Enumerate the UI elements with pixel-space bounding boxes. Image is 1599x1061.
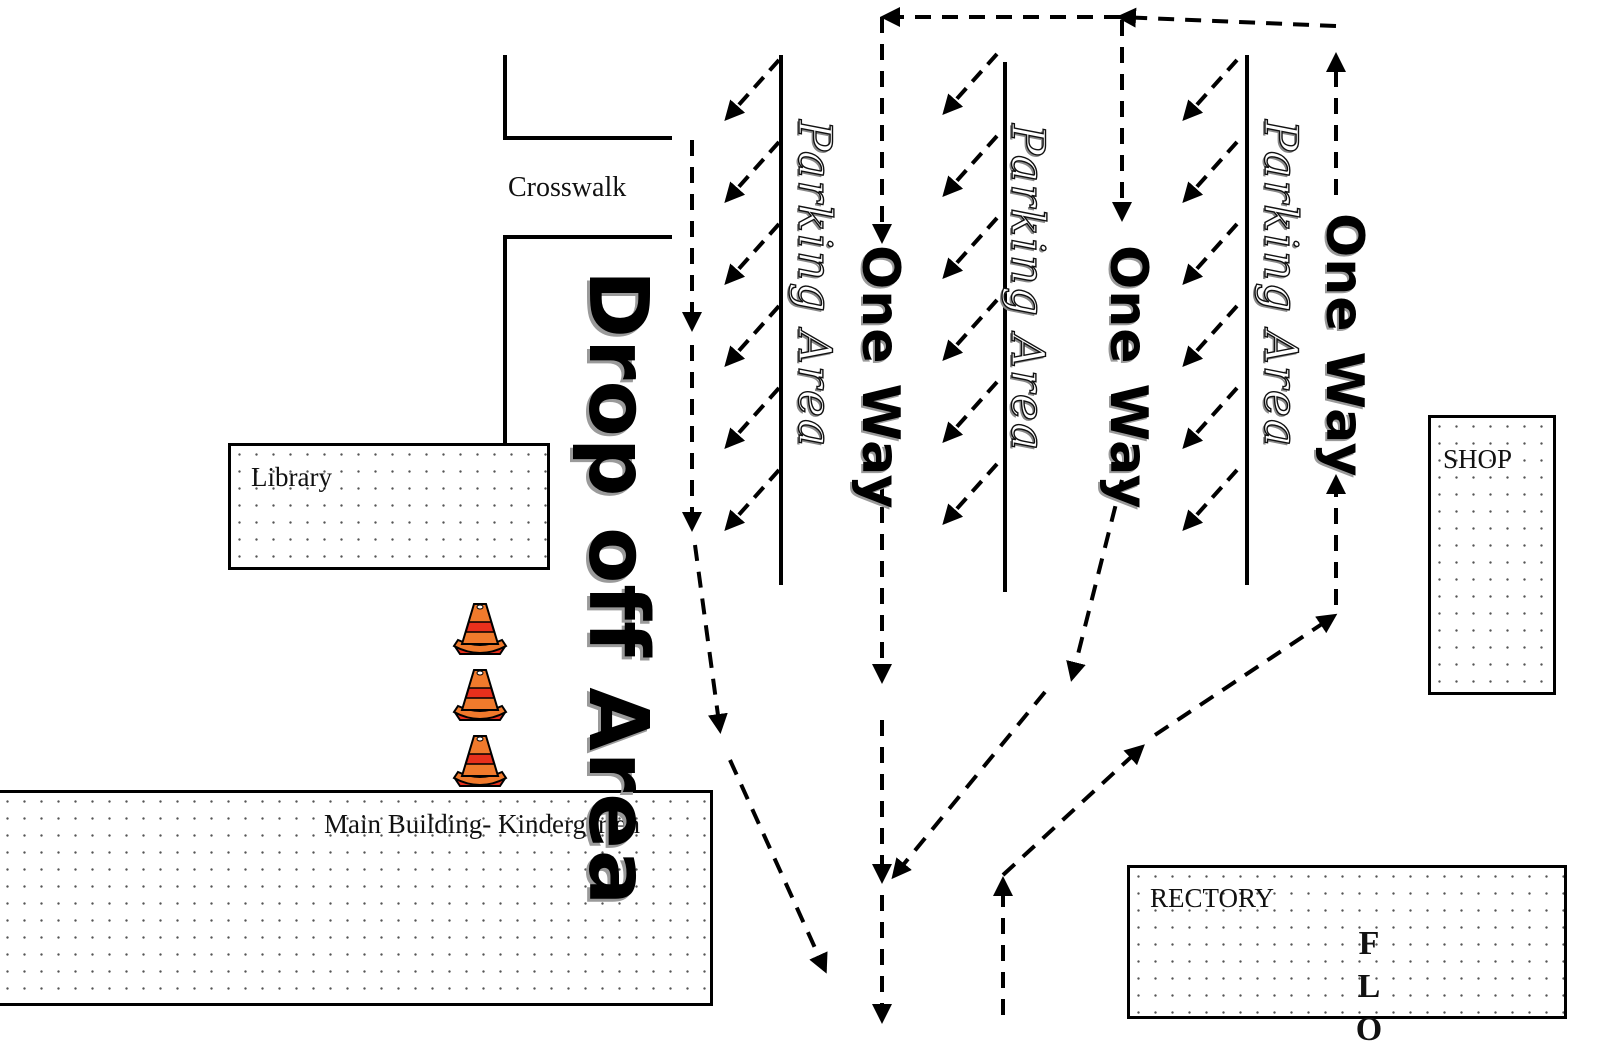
main-building-label: Main Building- Kindergarten — [324, 809, 640, 839]
route-entry-diag — [1001, 744, 1145, 877]
parking-slot-arrow — [724, 58, 781, 121]
parking-slot-arrow — [1182, 386, 1239, 449]
traffic-cone-icon — [452, 735, 508, 787]
parking-slot-arrow — [942, 134, 999, 197]
parking-slot-arrow — [724, 222, 781, 285]
crosswalk-upper-line — [503, 55, 672, 140]
traffic-cones — [452, 603, 508, 787]
one-way-label-2: One Way — [1098, 245, 1158, 510]
parking-dividers — [779, 55, 1249, 592]
route-lane-2-merge — [891, 690, 1047, 880]
library-label: Library — [251, 462, 332, 492]
shop-label: SHOP — [1443, 444, 1513, 474]
parking-slot-arrow — [942, 298, 999, 361]
route-dropoff-out — [693, 544, 728, 734]
traffic-cone-icon — [452, 669, 508, 721]
parking-slot-arrow — [942, 462, 999, 525]
traffic-cone-icon — [452, 603, 508, 655]
parking-slot-arrow — [942, 216, 999, 279]
flo-label: F L O — [1354, 922, 1384, 1051]
flo-letter: F — [1358, 925, 1380, 962]
drop-off-area-label: Drop off Area — [570, 270, 665, 907]
parking-slot-arrow — [942, 52, 999, 115]
flo-letter: O — [1355, 1011, 1383, 1048]
parking-slot-arrow — [1182, 140, 1239, 203]
parking-area-label-3: Parking Area — [1253, 119, 1308, 449]
main-building: Main Building- Kindergarten — [0, 790, 713, 1006]
parking-slot-arrow — [1182, 304, 1239, 367]
one-way-label-1: One Way — [850, 245, 910, 510]
library-building: Library — [228, 443, 550, 570]
parking-area-label-1: Parking Area — [787, 119, 842, 449]
flo-letter: L — [1357, 968, 1381, 1005]
parking-slot-arrow — [942, 380, 999, 443]
one-way-label-3: One Way — [1314, 213, 1374, 478]
parking-slot-arrow — [1182, 468, 1239, 531]
parking-slot-arrow — [724, 304, 781, 367]
parking-slot-arrow — [724, 140, 781, 203]
rectory-building: RECTORY — [1127, 865, 1567, 1019]
crosswalk-lines — [503, 55, 672, 452]
crosswalk-label: Crosswalk — [508, 172, 627, 203]
parking-slot-arrow — [1182, 222, 1239, 285]
shop-building: SHOP — [1428, 415, 1556, 695]
parking-slot-arrows — [724, 52, 1239, 531]
crosswalk-lower-line — [503, 235, 672, 452]
traffic-routes — [682, 7, 1346, 1024]
parking-slot-arrow — [1182, 58, 1239, 121]
route-dropoff-exit — [728, 759, 828, 974]
parking-area-label-2: Parking Area — [1000, 123, 1055, 453]
route-entry-diag-2 — [1153, 613, 1338, 737]
parking-slot-arrow — [724, 386, 781, 449]
route-lane-2-down — [1066, 479, 1124, 682]
parking-slot-arrow — [724, 468, 781, 531]
route-top — [1116, 7, 1337, 28]
rectory-label: RECTORY — [1150, 883, 1275, 913]
